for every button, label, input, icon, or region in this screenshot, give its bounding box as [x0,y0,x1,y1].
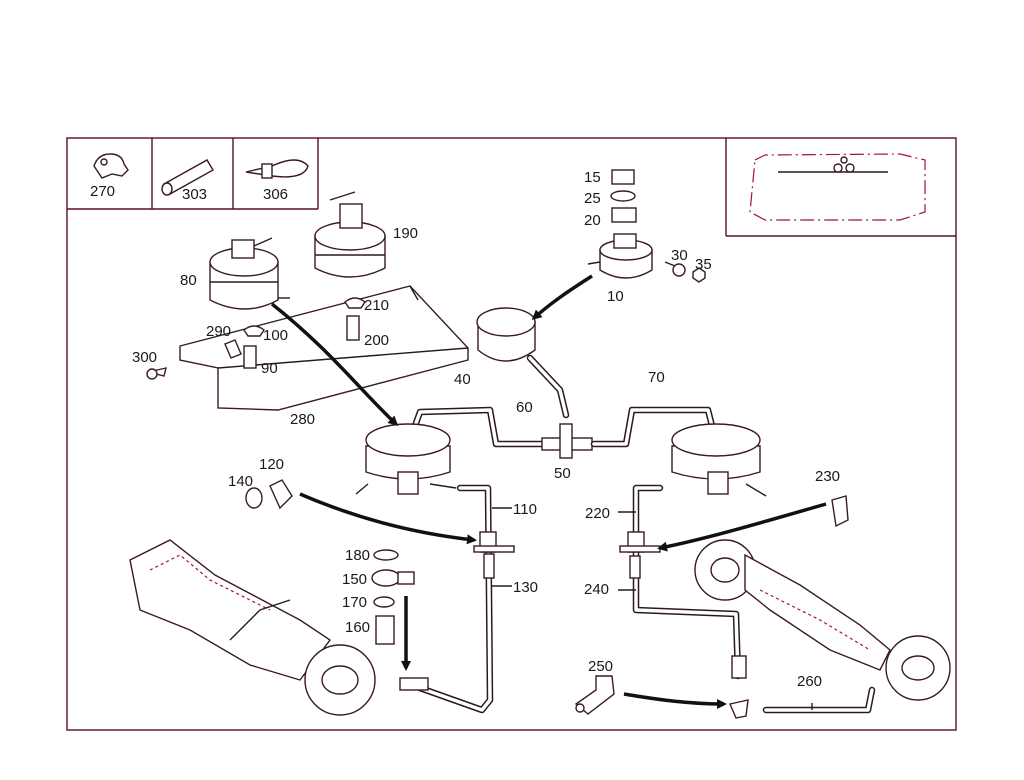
callout-140: 140 [228,473,253,490]
assembly-arrows [270,274,827,709]
callout-290: 290 [206,323,231,340]
callout-25: 25 [584,190,601,207]
callout-120: 120 [259,456,284,473]
callout-110: 110 [513,501,537,518]
callout-10: 10 [607,288,624,305]
callout-90: 90 [261,360,278,377]
vehicle-location-inset [725,138,956,237]
sleeve-icon [161,159,214,196]
hose-40 [411,406,546,448]
callout-230: 230 [815,468,840,485]
callout-70: 70 [648,369,665,386]
callout-80: 80 [180,272,197,289]
fitting-group-left [245,479,415,645]
callout-240: 240 [584,581,609,598]
cable-tie-icon [245,159,309,179]
legend-label-270: 270 [90,183,115,200]
right-rear-axle [694,539,951,701]
callout-170: 170 [342,594,367,611]
callout-190: 190 [393,225,418,242]
bracket-250 [574,675,615,715]
diagram-frame [66,137,957,731]
callout-30: 30 [671,247,688,264]
reservoir-190 [314,191,386,278]
callout-260: 260 [797,673,822,690]
pipe-260 [762,686,876,714]
leader-lines [492,261,813,710]
legend-label-303: 303 [182,186,207,203]
cable-clip-icon [93,153,129,179]
reservoir-10-assembly [587,169,706,283]
callout-15: 15 [584,169,601,186]
callout-220: 220 [585,505,610,522]
legend-box: 270 303 306 [67,138,319,210]
bracket-230 [831,495,849,528]
callout-35: 35 [695,256,712,273]
t-connector-50 [541,423,593,459]
callout-200: 200 [364,332,389,349]
legend-label-306: 306 [263,186,288,203]
callout-50: 50 [554,465,571,482]
callout-300: 300 [132,349,157,366]
pressure-line-right [619,484,747,680]
pressure-line-left [399,484,515,714]
callout-40: 40 [454,371,471,388]
callout-labels: 15 25 20 30 35 10 190 80 210 290 100 200… [132,169,840,690]
callout-100: 100 [263,327,288,344]
right-level-pump [671,423,767,497]
callout-250: 250 [588,658,613,675]
bracket-valve [729,699,749,719]
callout-150: 150 [342,571,367,588]
reservoir-80 [209,237,290,310]
left-rear-axle [129,539,376,716]
callout-60: 60 [516,399,533,416]
callout-180: 180 [345,547,370,564]
callout-280: 280 [290,411,315,428]
callout-210: 210 [364,297,389,314]
reservoir-60 [476,307,570,419]
hose-70 [590,406,716,448]
callout-130: 130 [513,579,538,596]
callout-160: 160 [345,619,370,636]
left-level-pump [355,423,457,495]
callout-20: 20 [584,212,601,229]
hardware-group [146,297,366,380]
